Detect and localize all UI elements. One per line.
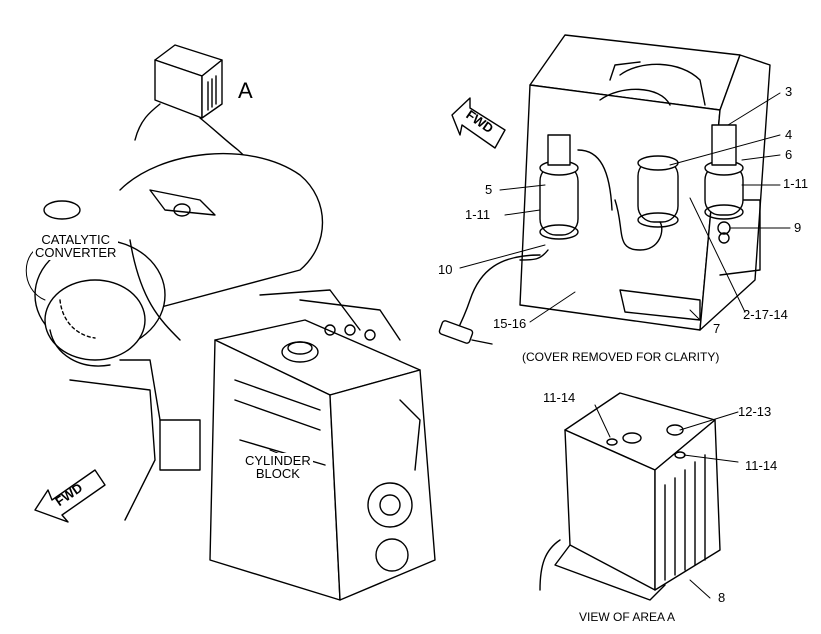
ref-3: 3 [785, 84, 793, 99]
ref-8: 8 [718, 590, 726, 605]
ref-9: 9 [794, 220, 802, 235]
ref-11-14-top: 11-14 [543, 390, 576, 405]
cylinder-block-label: CYLINDER BLOCK [243, 453, 313, 481]
fwd-arrow-left-icon [34, 469, 106, 523]
ref-11-14-right: 11-14 [745, 458, 778, 473]
ref-1-11-right: 1-11 [783, 176, 809, 191]
ref-7: 7 [713, 321, 721, 336]
area-a-box [134, 44, 281, 216]
leader-lines [25, 92, 791, 599]
ref-12-13: 12-13 [738, 404, 772, 419]
ref-2-17-14: 2-17-14 [743, 307, 788, 322]
temperature-sensor [438, 254, 541, 345]
ref-1-11-left: 1-11 [465, 207, 491, 222]
catalytic-converter [34, 152, 324, 367]
fwd-arrow-top-icon [451, 97, 506, 149]
fuel-filter-right [704, 124, 744, 244]
fuel-filter-left [519, 134, 613, 261]
ref-10: 10 [438, 262, 453, 277]
ref-6: 6 [785, 147, 793, 162]
ref-4: 4 [785, 127, 793, 142]
area-a-detail-box [539, 392, 721, 601]
ref-15-16: 15-16 [493, 316, 527, 331]
area-a-label: A [238, 78, 253, 103]
catalytic-converter-label: CATALYTIC CONVERTER [33, 232, 119, 260]
top-view-caption: (COVER REMOVED FOR CLARITY) [522, 350, 720, 364]
area-view-caption: VIEW OF AREA A [579, 610, 676, 624]
fuel-filter-middle [614, 155, 679, 251]
ref-5: 5 [485, 182, 493, 197]
